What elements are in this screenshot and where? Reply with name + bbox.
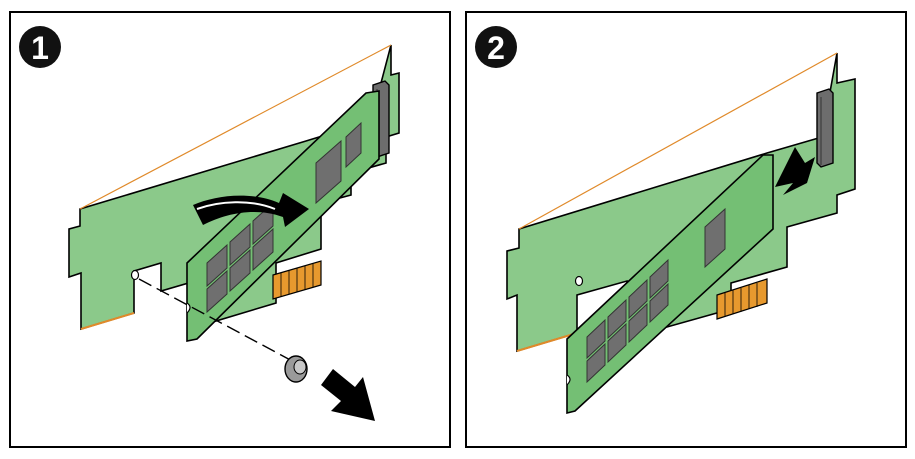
m2-connector <box>816 88 834 168</box>
step-1-illustration: 1 <box>19 26 400 421</box>
step-number: 1 <box>31 30 49 66</box>
step-number: 2 <box>487 30 505 66</box>
screw-hole <box>130 269 140 281</box>
gold-contacts <box>716 278 768 320</box>
screw-hole <box>574 275 584 287</box>
straight-arrow-icon <box>775 147 815 195</box>
curved-arrow-icon <box>193 193 309 227</box>
step-1-panel: 1 <box>9 11 451 448</box>
m2-module <box>566 154 774 415</box>
dashed-guide-line <box>138 278 297 364</box>
straight-arrow-icon <box>321 369 375 421</box>
step-2-panel: 2 <box>465 11 907 448</box>
retainer-icon <box>284 355 308 383</box>
step-2-illustration: 2 <box>475 26 856 415</box>
gold-contacts <box>272 260 322 300</box>
